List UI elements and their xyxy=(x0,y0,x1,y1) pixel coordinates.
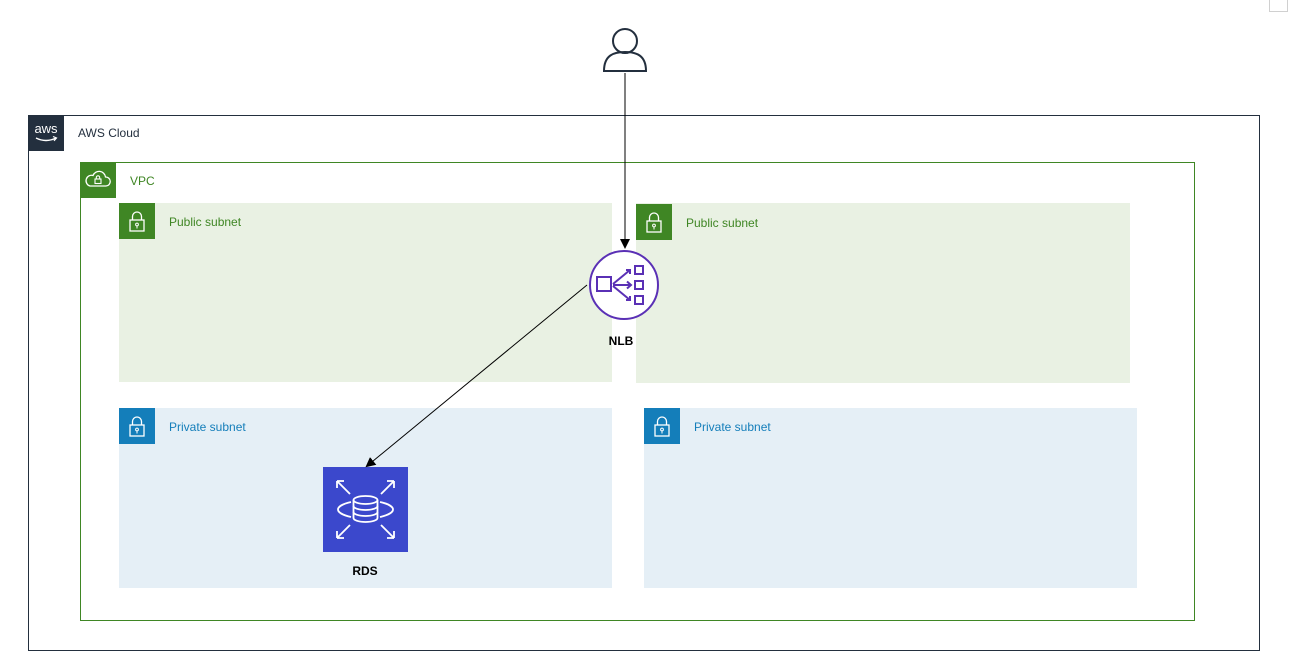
vpc-group xyxy=(80,162,1195,621)
corner-scroll-marker xyxy=(1269,0,1288,12)
aws-cloud-group xyxy=(28,115,1260,651)
connector-nlb-to-rds xyxy=(365,284,588,468)
aws-logo-icon: aws xyxy=(28,115,64,151)
user-icon xyxy=(602,28,648,72)
padlock-icon xyxy=(119,203,155,239)
padlock-icon xyxy=(644,408,680,444)
vpc-label: VPC xyxy=(130,174,155,188)
svg-text:aws: aws xyxy=(34,121,58,136)
vpc-cloud-lock-icon xyxy=(80,162,116,198)
aws-cloud-label: AWS Cloud xyxy=(78,126,140,140)
padlock-icon xyxy=(636,204,672,240)
rds-database-icon[interactable] xyxy=(323,467,408,552)
public-subnet-left xyxy=(119,203,612,382)
network-load-balancer-icon[interactable] xyxy=(589,250,659,320)
padlock-icon xyxy=(119,408,155,444)
public-subnet-right xyxy=(636,203,1130,383)
private-subnet-right-label: Private subnet xyxy=(694,420,771,434)
public-subnet-right-label: Public subnet xyxy=(686,216,759,230)
nlb-label: NLB xyxy=(608,334,634,348)
private-subnet-right xyxy=(644,408,1137,588)
public-subnet-left-label: Public subnet xyxy=(169,215,242,229)
rds-label: RDS xyxy=(352,564,378,578)
private-subnet-left-label: Private subnet xyxy=(169,420,246,434)
